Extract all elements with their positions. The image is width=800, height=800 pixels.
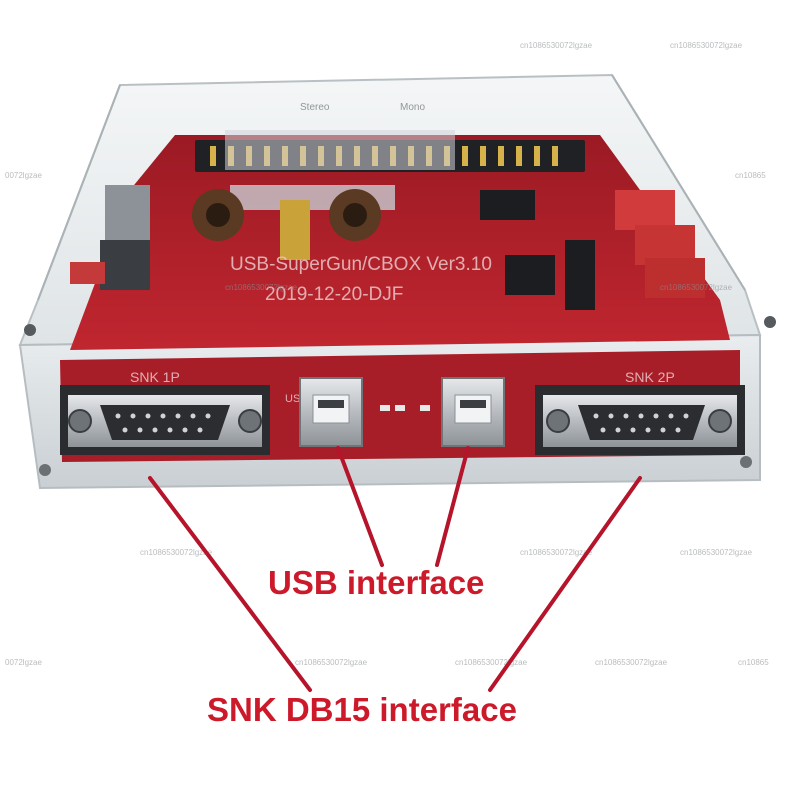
- watermark-text: cn1086530072lgzae: [520, 548, 593, 557]
- usb-port-2: [441, 377, 505, 447]
- usb-port-1: [299, 377, 363, 447]
- watermark-text: cn1086530072lgzae: [595, 658, 668, 667]
- leader-line-usb-left: [336, 446, 384, 567]
- db15-connector-2p: [535, 385, 745, 455]
- pcb-components: [70, 130, 595, 310]
- watermarks: cn1086530072lgzae cn1086530072lgzae cn10…: [5, 41, 769, 667]
- leader-line-snk-right: [488, 476, 642, 692]
- watermark-short: cn10865: [738, 658, 769, 667]
- watermark-text: cn1086530072lgzae: [520, 41, 593, 50]
- watermark-text: cn1086530072lgzae: [140, 548, 213, 557]
- watermark-text: cn1086530072lgzae: [680, 548, 753, 557]
- watermark-short: cn10865: [735, 171, 766, 180]
- pcb-silkscreen: Stereo Mono USB-SuperGun/CBOX Ver3.10 20…: [130, 102, 675, 405]
- db15-connector-1p: [60, 385, 270, 455]
- leader-lines: [148, 446, 642, 692]
- silkscreen-mono-label: Mono: [400, 102, 425, 113]
- watermark-text: cn1086530072lgzae: [455, 658, 528, 667]
- silkscreen-1p-label: SNK 1P: [130, 369, 180, 385]
- watermark-tail: 0072lgzae: [5, 171, 42, 180]
- leader-line-usb-right: [435, 446, 470, 567]
- leader-line-snk-left: [148, 476, 312, 692]
- watermark-text: cn1086530072lgzae: [670, 41, 743, 50]
- watermark-text: cn1086530072lgzae: [660, 283, 733, 292]
- terminal-blocks: [615, 190, 705, 298]
- watermark-text: cn1086530072lgzae: [295, 658, 368, 667]
- silkscreen-audio-label: Stereo: [300, 102, 330, 113]
- usb-interface-callout: USB interface: [268, 564, 485, 601]
- silkscreen-title: USB-SuperGun/CBOX Ver3.10: [230, 254, 492, 275]
- silkscreen-2p-label: SNK 2P: [625, 369, 675, 385]
- watermark-tail: 0072lgzae: [5, 658, 42, 667]
- status-leds: [380, 405, 430, 411]
- silkscreen-date: 2019-12-20-DJF: [265, 284, 403, 305]
- snk-db15-interface-callout: SNK DB15 interface: [207, 691, 517, 728]
- watermark-text: cn1086530072lgzae: [225, 283, 298, 292]
